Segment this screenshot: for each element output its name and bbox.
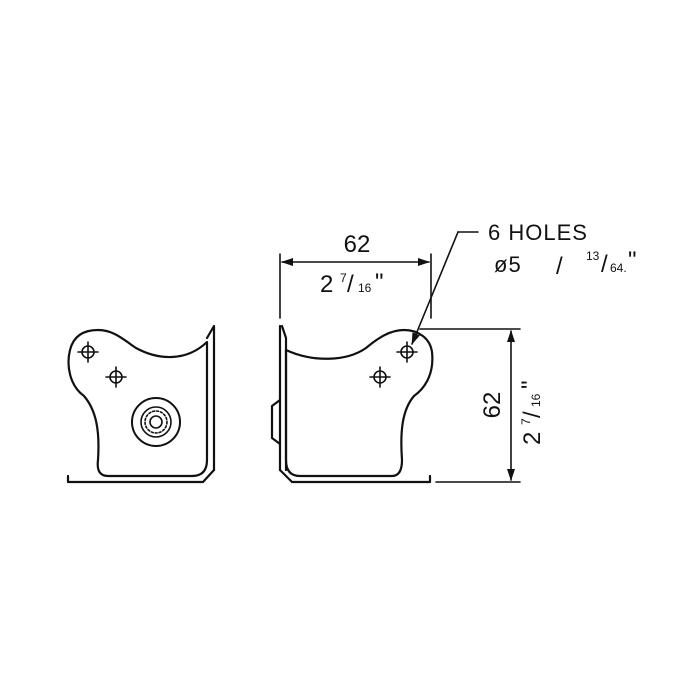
height-inch-mark: " [517,380,544,389]
right-view-bracket [270,324,434,484]
width-frac-num: 7 [340,271,347,285]
right-plate-outline [284,328,434,478]
left-bottom-flange [66,468,216,484]
holes-note: 6 HOLES ø5 / 13 / 64. " [411,220,637,345]
left-view-bracket [66,324,216,484]
holes-count-label: 6 HOLES [488,220,588,245]
holes-leader-arrow [411,231,459,345]
width-frac-slash: / [347,271,354,298]
holes-inch-mark: " [628,247,637,274]
holes-diameter-label: ø5 [494,252,522,277]
holes-frac-num: 13 [586,249,600,263]
width-dimension: 62 2 7 / 16 " [279,231,432,319]
height-mm-label: 62 [479,392,506,419]
left-side-flange [205,324,216,472]
height-frac-den: 16 [529,393,543,407]
right-hole-1 [396,341,418,363]
width-frac-den: 16 [358,281,372,295]
height-frac-num: 7 [519,418,533,425]
height-inch-whole: 2 [519,432,546,445]
left-plate-outline [67,328,209,478]
width-inch-whole: 2 [320,271,333,298]
right-side-boss [270,398,282,446]
height-dimension: 62 2 7 / 16 " [419,328,546,483]
width-inch-mark: " [375,269,384,296]
right-bottom-flange [278,468,432,484]
holes-separator: / [556,253,563,280]
left-hole-2 [105,366,127,388]
holes-frac-den: 64. [610,261,627,275]
left-hole-1 [77,341,99,363]
left-rivet [131,397,181,447]
width-mm-label: 62 [344,231,371,258]
right-hole-2 [369,366,391,388]
height-frac-slash: / [519,411,546,418]
holes-frac-slash: / [601,251,608,278]
